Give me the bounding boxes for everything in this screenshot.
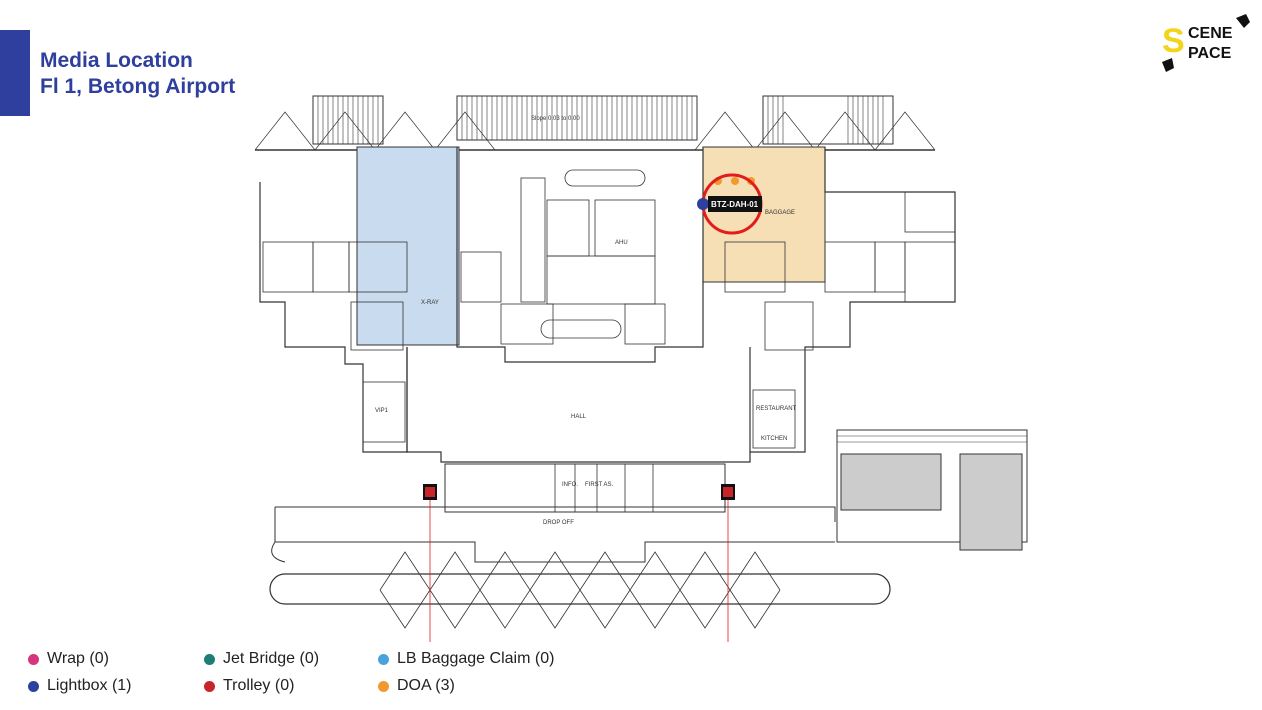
driveway <box>275 541 835 563</box>
label-first-aid: FIRST AS. <box>585 482 614 488</box>
logo-text-top: CENE <box>1188 25 1233 42</box>
canopy-hatch-right <box>762 95 894 145</box>
legend-item-lb-baggage-claim: LB Baggage Claim (0) <box>378 650 554 668</box>
parking-lots <box>836 429 1028 551</box>
label-slope: Slope 0.03 to 0.00 <box>531 116 580 122</box>
legend-item-doa: DOA (3) <box>378 677 455 695</box>
label-kitchen: KITCHEN <box>761 436 787 442</box>
floor-plan-map: Slope 0.03 to 0.00 X-RAY BAGGAGE HALL RE… <box>254 95 1028 642</box>
legend-label-lightbox: Lightbox (1) <box>47 677 132 694</box>
core-rooms <box>460 169 666 345</box>
label-vip: VIP1 <box>375 408 389 414</box>
label-drop-off: DROP OFF <box>543 520 574 526</box>
legend-label-lb-baggage-claim: LB Baggage Claim (0) <box>397 650 555 667</box>
legend-item-lightbox: Lightbox (1) <box>28 677 132 695</box>
title-accent-bar <box>0 30 30 116</box>
legend-item-wrap: Wrap (0) <box>28 650 109 668</box>
canopy-hatch-center <box>456 95 698 141</box>
sidewalk-strip <box>269 573 891 605</box>
legend-label-jet-bridge: Jet Bridge (0) <box>223 650 320 667</box>
left-wing-outline <box>259 182 408 453</box>
right-wing-outline <box>749 147 956 453</box>
legend-dot-trolley <box>204 680 215 692</box>
legend-dot-wrap <box>28 653 39 665</box>
label-ahu: AHU <box>615 240 628 246</box>
label-restaurant: RESTAURANT <box>756 406 797 412</box>
page-title: Media Location Fl 1, Betong Airport <box>40 48 235 100</box>
lightbox-marker <box>697 198 709 210</box>
marker-label-box <box>708 196 762 212</box>
core-building-outline <box>456 147 704 363</box>
legend-item-trolley: Trolley (0) <box>204 677 294 695</box>
trolley-symbols <box>423 484 735 500</box>
right-rooms <box>724 191 956 449</box>
baggage-zone <box>702 146 826 283</box>
title-line-1: Media Location <box>40 49 193 72</box>
label-info: INFO. <box>562 482 578 488</box>
legend-label-wrap: Wrap (0) <box>47 650 109 667</box>
canopy-hatch-left <box>312 95 384 145</box>
legend-dot-lb-baggage-claim <box>378 653 389 665</box>
legend-dot-doa <box>378 680 389 692</box>
legend-dot-jet-bridge <box>204 653 215 665</box>
legend-label-doa: DOA (3) <box>397 677 455 694</box>
red-guide-lines <box>429 494 729 642</box>
scene-space-logo: S CENE PACE <box>1162 14 1250 72</box>
xray-zone <box>356 146 460 346</box>
label-xray: X-RAY <box>421 300 439 306</box>
doa-marker-2 <box>731 177 739 185</box>
counter-dividers <box>554 464 654 512</box>
logo-initial-s: S <box>1162 22 1185 60</box>
hall-outline <box>406 347 751 463</box>
drop-off-curb <box>271 506 836 563</box>
canopy-truss-bottom <box>379 551 781 629</box>
logo-text-bottom: PACE <box>1188 45 1232 62</box>
label-hall: HALL <box>571 414 587 420</box>
counter-block <box>444 463 726 513</box>
title-line-2: Fl 1, Betong Airport <box>40 75 236 98</box>
hand-pointer-icon <box>1162 14 1250 72</box>
left-rooms <box>262 241 408 443</box>
legend-item-jet-bridge: Jet Bridge (0) <box>204 650 319 668</box>
legend-label-trolley: Trolley (0) <box>223 677 295 694</box>
marker-label: BTZ-DAH-01 <box>711 200 759 209</box>
label-baggage: BAGGAGE <box>765 210 795 216</box>
legend-dot-lightbox <box>28 680 39 692</box>
